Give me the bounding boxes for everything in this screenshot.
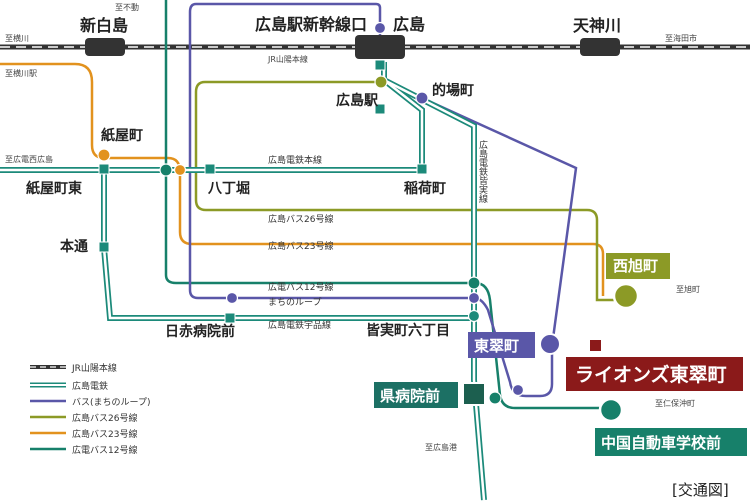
- legend-item-jr: JR山陽本線: [30, 362, 117, 374]
- bus12-stop-minami: [467, 276, 481, 290]
- property-marker: [590, 340, 601, 351]
- direction-labels: 至横川 至不動 至海田市 至横川駅 至広電西広島 至旭町 至仁保沖町 至広島港: [5, 3, 700, 452]
- svg-text:至仁保沖町: 至仁保沖町: [655, 398, 695, 408]
- svg-text:至横川: 至横川: [5, 33, 29, 43]
- label-minami6: 皆実町六丁目: [366, 322, 450, 339]
- svg-text:至海田市: 至海田市: [665, 33, 697, 43]
- svg-text:広電バス12号線: 広電バス12号線: [268, 281, 333, 293]
- label-chugoku: 中国自動車学校前: [601, 434, 721, 452]
- label-nisseki: 日赤病院前: [165, 323, 235, 340]
- bus26-stop-asahi: [612, 282, 640, 310]
- legend-item-loop: バス(まちのループ): [30, 397, 150, 408]
- loop-stop-kenbyoin: [511, 383, 525, 397]
- label-hondori: 本通: [60, 238, 88, 255]
- svg-text:広島電鉄本線: 広島電鉄本線: [268, 154, 322, 166]
- legend: JR山陽本線 広島電鉄 バス(まちのループ) 広島バス26号線 広島バス23号線…: [30, 362, 150, 456]
- svg-text:至広電西広島: 至広電西広島: [5, 154, 53, 164]
- kenbyoin-tram-marker: [462, 382, 486, 406]
- label-kenbyoin: 県病院前: [380, 387, 440, 405]
- jr-stations: [85, 35, 620, 59]
- loop-stop-higashisui: [539, 333, 561, 355]
- svg-text:広島バス23号線: 広島バス23号線: [268, 240, 333, 252]
- bus23-stop-hacchobori: [173, 163, 187, 177]
- label-hiroshima-shinkansen: 広島駅新幹線口: [255, 15, 367, 34]
- label-matoba: 的場町: [432, 82, 474, 99]
- label-tenjingawa: 天神川: [573, 16, 621, 35]
- label-kamiyacho-higashi: 紙屋町東: [26, 180, 82, 197]
- svg-text:広島電鉄: 広島電鉄: [72, 380, 108, 392]
- svg-text:至旭町: 至旭町: [676, 284, 700, 294]
- svg-text:広島電鉄皆実線: 広島電鉄皆実線: [477, 139, 488, 203]
- label-shinhakushima: 新白島: [80, 16, 128, 35]
- legend-item-bus26: 広島バス26号線: [30, 412, 137, 424]
- tram-stops: [98, 59, 428, 324]
- loop-stop-shinkansen: [373, 21, 387, 35]
- loop-stop-nisseki: [225, 291, 239, 305]
- legend-item-bus23: 広島バス23号線: [30, 428, 137, 440]
- label-hacchobori: 八丁堀: [207, 181, 250, 197]
- tenjingawa-station-marker: [580, 38, 620, 56]
- svg-text:至不動: 至不動: [115, 3, 139, 12]
- bus23-stop-kamiyacho: [97, 148, 111, 162]
- property-box: [566, 357, 743, 391]
- line-labels: JR山陽本線 広島電鉄本線 広島バス26号線 広島バス23号線 広電バス12号線…: [267, 54, 488, 331]
- legend-item-bus12: 広電バス12号線: [30, 444, 137, 456]
- svg-text:JR山陽本線: JR山陽本線: [267, 54, 308, 64]
- bus-stops: [97, 21, 640, 423]
- label-inaricho: 稲荷町: [404, 180, 446, 197]
- label-hiroshima: 広島: [393, 15, 425, 34]
- hiroshima-station-marker: [355, 35, 405, 59]
- label-higashisui: 東翠町: [474, 337, 519, 355]
- higashisui-box: [468, 332, 535, 358]
- chugoku-box: [595, 428, 747, 456]
- legend-item-tram: 広島電鉄: [30, 380, 108, 392]
- svg-text:広島バス26号線: 広島バス26号線: [268, 213, 333, 225]
- shinhakushima-station-marker: [85, 38, 125, 56]
- label-property: ライオンズ東翠町: [575, 363, 727, 386]
- station-names: 新白島 広島駅新幹線口 広島 天神川 広島駅 的場町 紙屋町 紙屋町東 八丁堀 …: [26, 15, 727, 452]
- bus23-line: [0, 62, 605, 296]
- loop-stop-minami: [467, 291, 481, 305]
- svg-text:広電バス12号線: 広電バス12号線: [72, 444, 137, 456]
- svg-text:バス(まちのループ): バス(まちのループ): [72, 397, 150, 408]
- bus12-stop-chugoku: [598, 397, 624, 423]
- svg-text:広島バス26号線: 広島バス26号線: [72, 412, 137, 424]
- bus26-line: [194, 80, 626, 302]
- label-hiroshima-eki: 広島駅: [336, 92, 379, 109]
- kenbyoin-box: [374, 382, 458, 408]
- bus26-stop-hiroshima: [374, 75, 388, 89]
- svg-text:まちのループ: まちのループ: [268, 297, 321, 308]
- svg-text:JR山陽本線: JR山陽本線: [71, 362, 117, 374]
- label-kamiyacho: 紙屋町: [101, 127, 143, 144]
- station-label-boxes: [374, 253, 747, 456]
- tram-stop-minami: [467, 309, 481, 323]
- svg-text:広島電鉄宇品線: 広島電鉄宇品線: [268, 319, 331, 331]
- svg-text:至広島港: 至広島港: [425, 442, 457, 452]
- bus12-line: [164, 0, 611, 410]
- svg-text:至横川駅: 至横川駅: [5, 68, 37, 78]
- nishiasahimachi-box: [606, 253, 670, 279]
- bus12-stop-kenbyoin: [488, 391, 502, 405]
- bus12-stop-kamiyacho: [159, 163, 173, 177]
- loop-stop-matoba: [415, 91, 429, 105]
- label-nishiasahimachi: 西旭町: [613, 257, 658, 275]
- svg-text:広島バス23号線: 広島バス23号線: [72, 428, 137, 440]
- map-caption: [交通図]: [672, 481, 729, 499]
